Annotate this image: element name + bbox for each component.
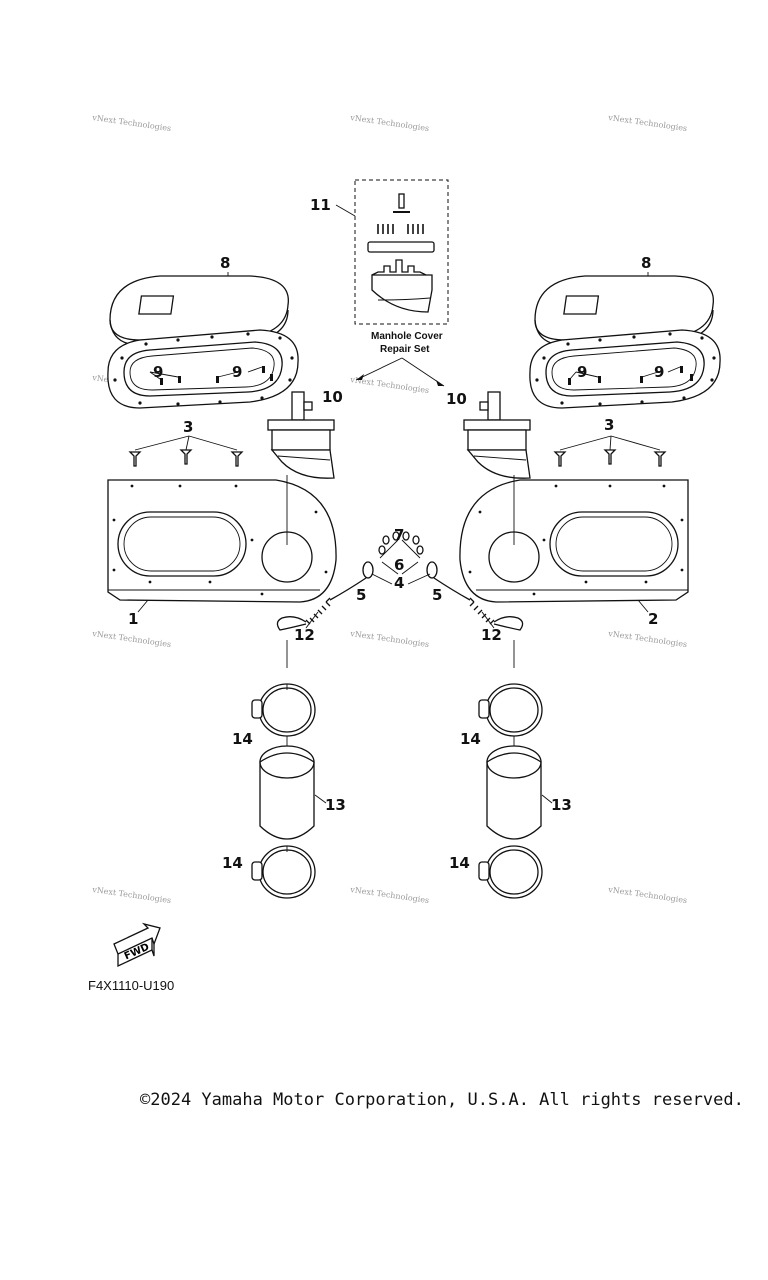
watermark: vNext Technologies [91,113,172,133]
callout-7: 7 [394,526,404,544]
watermark: vNext Technologies [349,885,430,905]
callout-9-right-b: 9 [654,363,664,381]
screws-left [128,435,244,467]
callout-6: 6 [394,556,404,574]
callout-13-left: 13 [325,796,346,814]
left-hose-joint [267,391,335,479]
watermark: vNext Technologies [349,629,430,649]
left-hose-assembly [251,683,327,899]
watermark: vNext Technologies [91,629,172,649]
watermark: vNext Technologies [349,113,430,133]
callout-3-right: 3 [604,416,614,434]
callout-14-left-bottom: 14 [222,854,243,872]
callout-5-left: 5 [356,586,366,604]
callout-14-right-top: 14 [460,730,481,748]
watermark: vNext Technologies [91,885,172,905]
right-manhole-cover [534,272,714,346]
repair-set-caption-line2: Repair Set [380,344,430,355]
left-lanyard [276,561,374,631]
callout-14-left-top: 14 [232,730,253,748]
callout-10-right: 10 [446,390,467,408]
callout-5-right: 5 [432,586,442,604]
watermark: vNext Technologies [607,885,688,905]
callout-3-left: 3 [183,418,193,436]
callout-9-right-a: 9 [577,363,587,381]
copyright-notice: ©2024 Yamaha Motor Corporation, U.S.A. A… [140,1090,744,1110]
diagram-code: F4X1110-U190 [88,978,175,993]
callout-2: 2 [648,610,658,628]
callout-10-left: 10 [322,388,343,406]
callout-4: 4 [394,574,404,592]
repair-set-caption-line1: Manhole Cover [371,331,443,342]
callout-1: 1 [128,610,138,628]
callout-8-left: 8 [220,254,230,272]
center-fasteners [371,531,431,585]
callout-13-right: 13 [551,796,572,814]
right-lanyard [426,561,524,631]
right-manhole-ring [529,329,721,409]
callout-9-left-b: 9 [232,363,242,381]
right-panel [459,475,689,613]
screws-right [553,435,667,467]
watermark: vNext Technologies [607,629,688,649]
left-panel [107,475,337,613]
left-manhole-ring [107,329,299,409]
watermark: vNext Technologies [607,113,688,133]
callout-9-left-a: 9 [153,363,163,381]
repair-set-box: Manhole Cover Repair Set [335,179,449,387]
fwd-arrow-icon: FWD [113,922,161,968]
callout-14-right-bottom: 14 [449,854,470,872]
right-hose-assembly [478,683,553,899]
right-hose-joint [463,391,531,479]
callout-12-right: 12 [481,626,502,644]
callouts: 11 8 8 9 9 9 9 10 10 3 3 7 6 4 5 5 1 2 1… [128,196,664,872]
callout-8-right: 8 [641,254,651,272]
callout-11: 11 [310,196,331,214]
callout-12-left: 12 [294,626,315,644]
